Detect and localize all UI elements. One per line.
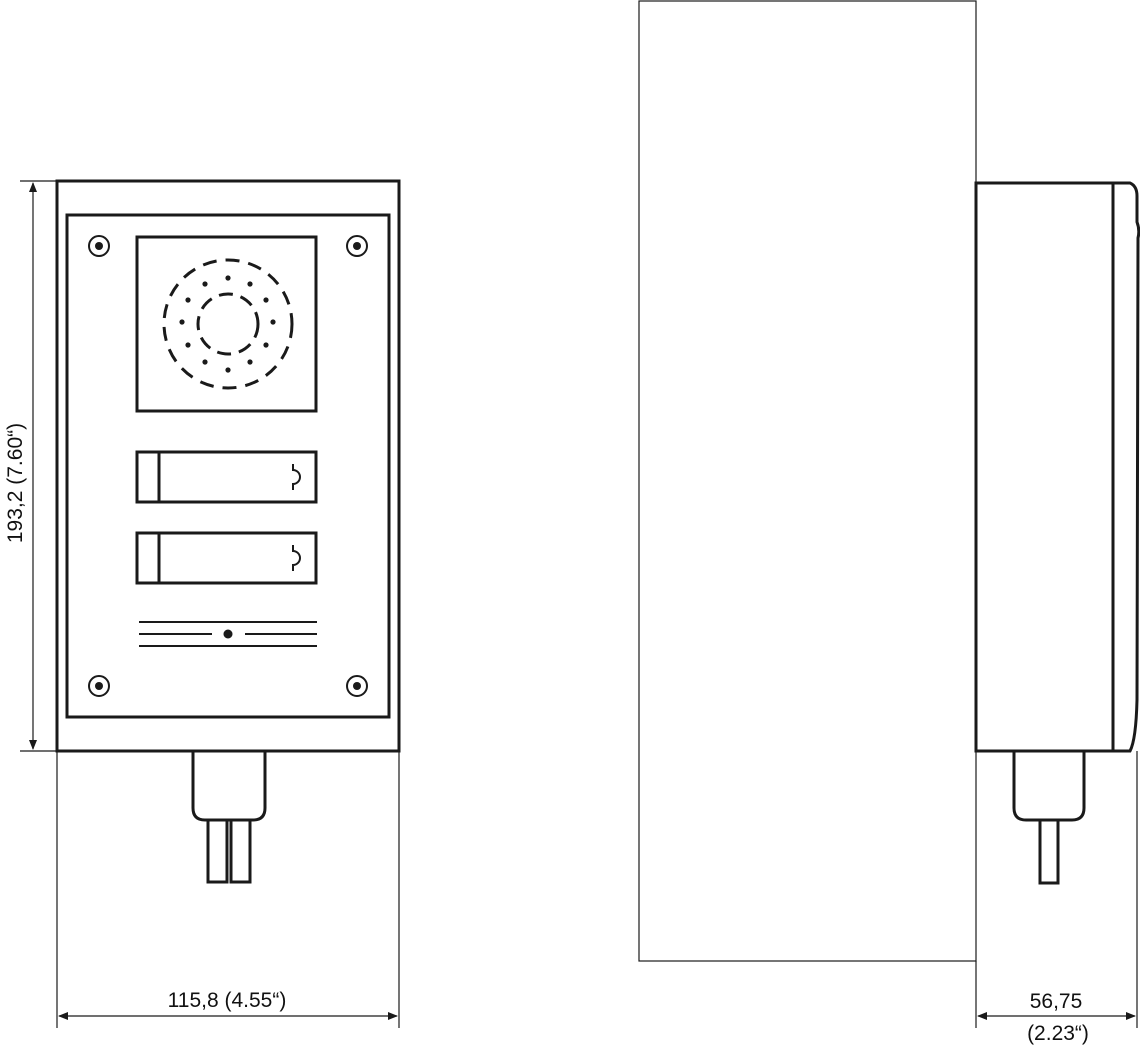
front-faceplate (65, 213, 391, 719)
width-dimension-label: 115,8 (4.55“) (168, 989, 287, 1012)
microphone-grille (139, 621, 317, 647)
front-cable-gland (191, 751, 267, 884)
side-cable-gland (1012, 751, 1086, 885)
speaker-inner-ring (196, 292, 260, 356)
side-housing (974, 181, 1140, 753)
call-button-2 (135, 531, 318, 585)
led-indicator-icon (223, 629, 233, 639)
width-dimension: 115,8 (4.55“) (56, 751, 400, 1028)
screw-top-right-icon (346, 235, 368, 257)
depth-dimension-mm-label: 56,75 (1030, 990, 1083, 1013)
depth-dimension: 56,75 (2.23“) (975, 751, 1138, 1045)
speaker-holes (179, 275, 276, 373)
speaker-module (135, 235, 318, 413)
front-view: 193,2 (7.60“) 115,8 (4.55“) (4, 179, 401, 1028)
height-dimension: 193,2 (7.60“) (4, 180, 57, 752)
speaker-outer-ring (162, 258, 294, 390)
side-view: 56,75 (2.23“) (638, 0, 1140, 1045)
height-dimension-label: 193,2 (7.60“) (4, 423, 27, 543)
depth-dimension-in-label: (2.23“) (1027, 1022, 1089, 1045)
screw-bottom-right-icon (346, 675, 368, 697)
screw-bottom-left-icon (88, 675, 110, 697)
mounting-wall (638, 0, 977, 962)
screw-top-left-icon (88, 235, 110, 257)
call-button-1 (135, 450, 318, 504)
front-housing (55, 179, 401, 753)
